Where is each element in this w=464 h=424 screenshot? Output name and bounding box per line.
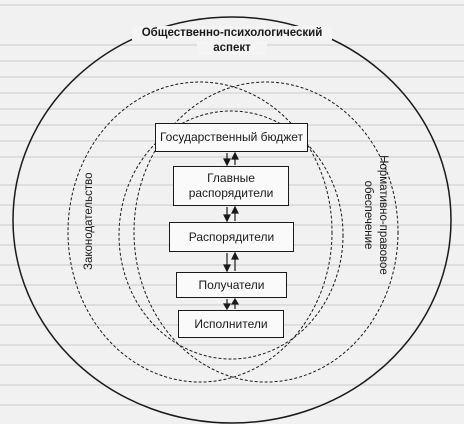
right-label-container: Нормативно-правовое обеспечение: [356, 140, 390, 290]
bleed-through-line: [0, 76, 464, 78]
bleed-through-line: [0, 384, 464, 386]
diagram-title: Общественно-психологический: [132, 26, 332, 40]
bleed-through-line: [0, 304, 464, 306]
arrow-budget-main: [223, 151, 239, 167]
bleed-through-line: [0, 264, 464, 266]
box-main-managers-line-1: Главные: [207, 171, 255, 185]
box-state-budget: Государственный бюджет: [155, 123, 308, 152]
box-recipients: Получатели: [176, 272, 287, 298]
bleed-through-line: [0, 404, 464, 406]
outer-circle: [12, 16, 452, 424]
inner-dashed-circle: [118, 110, 344, 360]
regulatory-support-label: Нормативно-правовое обеспечение: [360, 140, 390, 290]
left-dashed-circle: [67, 81, 333, 383]
arrow-main-distributors: [223, 205, 239, 223]
legislation-label: Законодательство: [83, 172, 95, 271]
regulatory-support-label-line-2: обеспечение: [362, 180, 374, 250]
box-managers: Распорядители: [169, 222, 294, 252]
diagram-title-continued: аспект: [197, 41, 267, 55]
bleed-through-line: [0, 108, 464, 110]
arrows-group: [222, 151, 240, 311]
bleed-through-line: [0, 92, 464, 94]
bleed-through-line: [0, 156, 464, 158]
bleed-through-line: [0, 4, 464, 6]
bleed-through-line: [0, 60, 464, 62]
box-main-managers-line-2: распорядители: [188, 186, 274, 200]
left-label-container: Законодательство: [82, 160, 98, 271]
arrow-recipients-executors: [222, 297, 240, 311]
arrow-distributors-recipients: [223, 251, 239, 273]
regulatory-support-label-line-1: Нормативно-правовое: [377, 155, 389, 275]
box-executors: Исполнители: [178, 310, 284, 338]
right-dashed-circle: [133, 81, 399, 383]
bleed-through-line: [0, 364, 464, 366]
bleed-through-line: [0, 344, 464, 346]
box-main-managers: Главные распорядители: [173, 166, 289, 206]
